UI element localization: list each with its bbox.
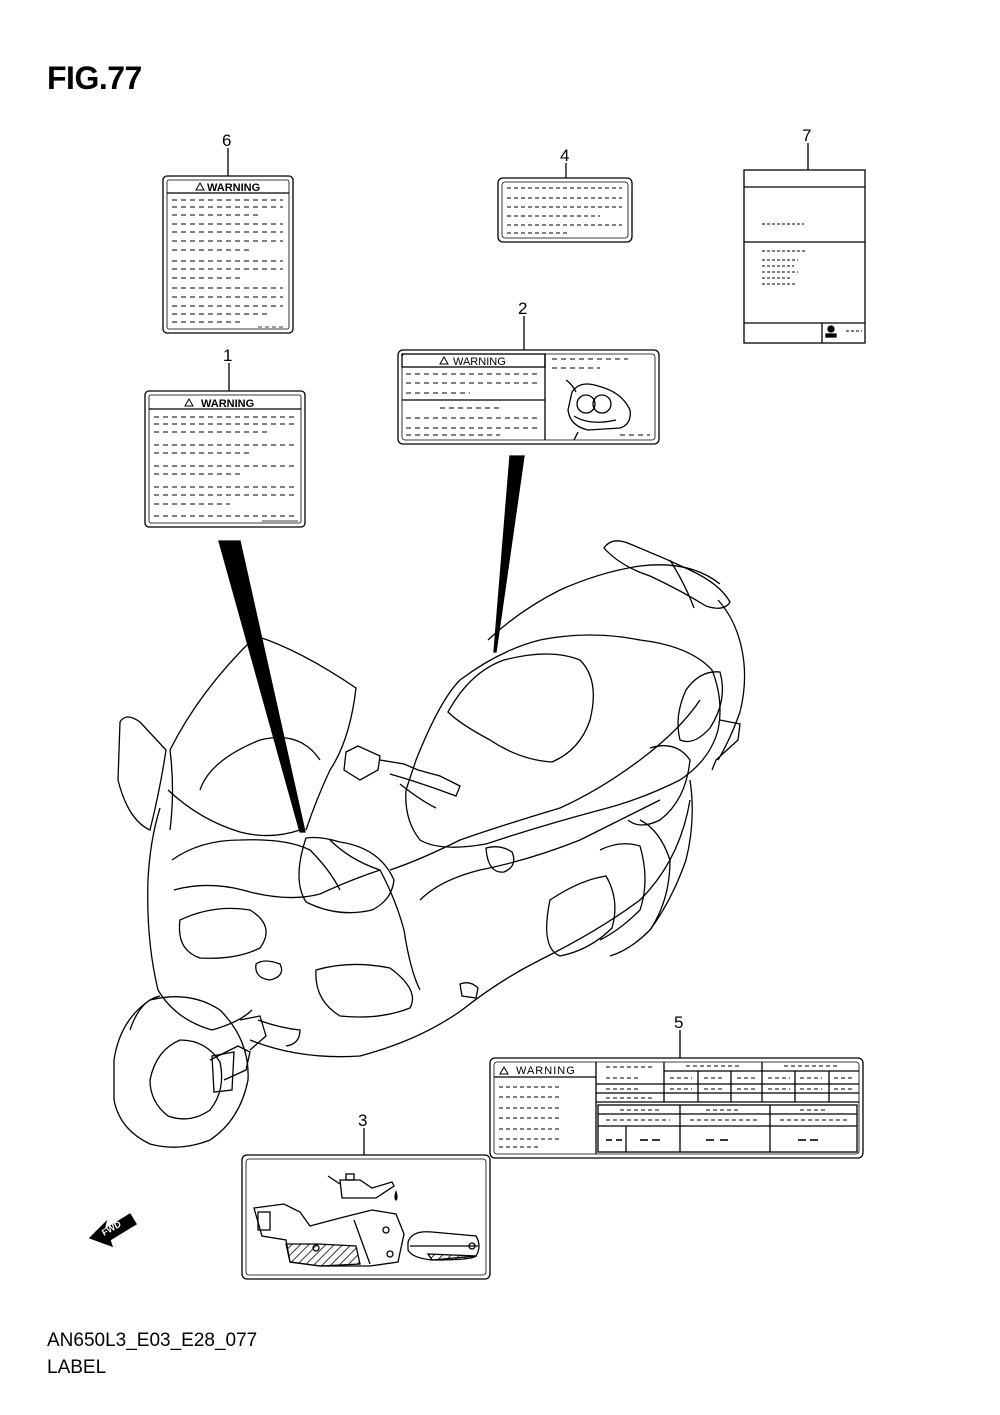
callout-3: 3 <box>358 1111 367 1130</box>
label-5-warning-text: WARNING <box>516 1065 576 1077</box>
callout-6: 6 <box>222 131 231 150</box>
oil-can-icon <box>327 1173 398 1201</box>
engine-oil-window-icon <box>253 1203 480 1267</box>
callout-4: 4 <box>560 146 569 165</box>
helmet-icon <box>565 379 631 441</box>
callout-2: 2 <box>518 299 527 318</box>
callout-1: 1 <box>223 346 232 365</box>
label-1-leader-arrow <box>218 540 306 833</box>
label-1-warning-sticker[interactable] <box>144 390 306 528</box>
motorcycle-outline <box>113 540 746 1148</box>
forward-direction-arrow: FWD <box>88 1213 137 1248</box>
callout-5: 5 <box>674 1013 683 1032</box>
label-5-warning-table[interactable] <box>489 1057 864 1159</box>
label-4-sticker[interactable] <box>497 177 633 243</box>
label-6-warning-text: WARNING <box>207 182 260 194</box>
callout-7: 7 <box>802 126 811 145</box>
label-2-leader-arrow <box>493 455 525 653</box>
label-3-oil-level-sticker[interactable] <box>241 1154 491 1280</box>
figure-title: FIG.77 <box>47 60 142 96</box>
label-2-warning-text: WARNING <box>453 356 506 368</box>
label-2-warning-sticker[interactable] <box>397 349 660 445</box>
diagram-code: AN650L3_E03_E28_077 <box>47 1330 258 1351</box>
label-1-warning-text: WARNING <box>201 398 254 410</box>
label-6-warning-sticker[interactable] <box>162 175 294 334</box>
diagram-label: LABEL <box>47 1357 107 1378</box>
label-7-owners-manual[interactable] <box>743 169 866 344</box>
